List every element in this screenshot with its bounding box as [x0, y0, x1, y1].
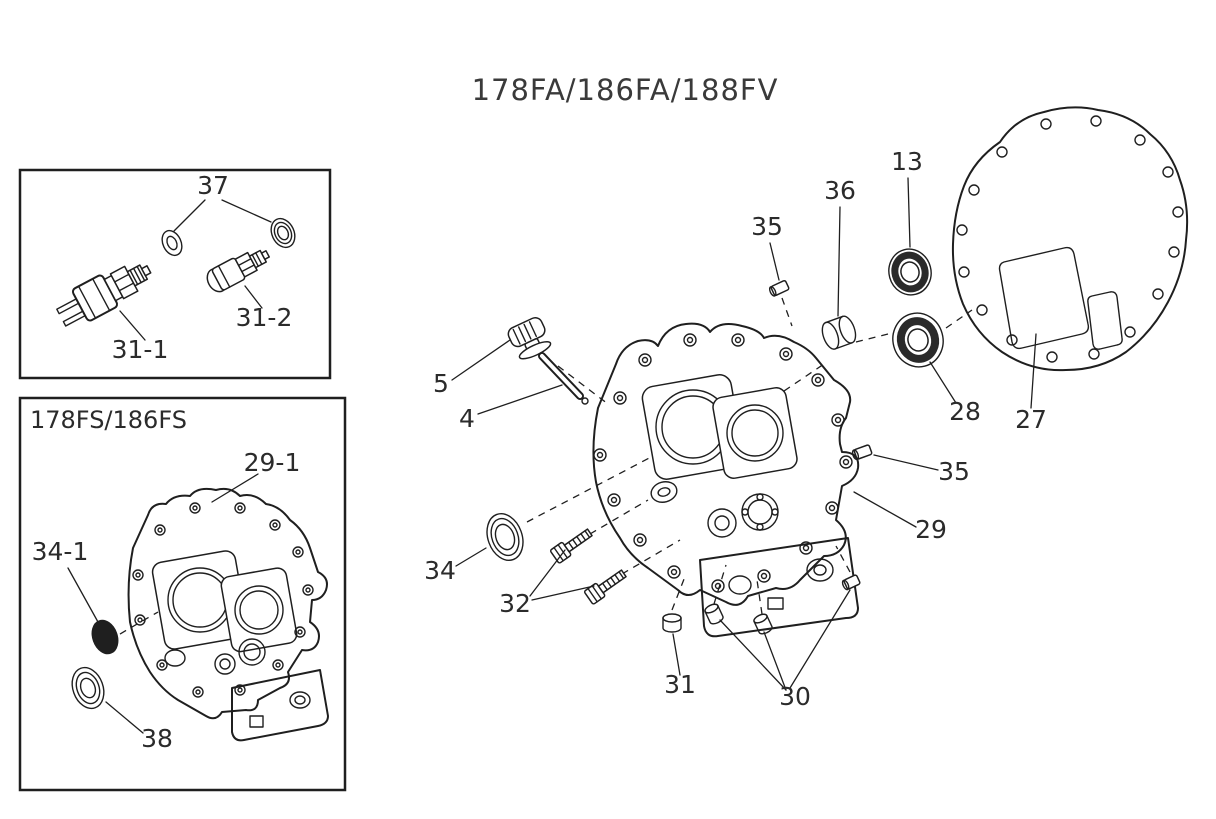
label-5: 5 — [433, 369, 449, 398]
fs-cover-drawing — [127, 487, 329, 742]
washer-a-drawing — [161, 229, 183, 257]
washer-b-drawing — [270, 217, 296, 249]
leader-29-1 — [211, 473, 259, 503]
leader-37a — [173, 199, 206, 232]
label-31-1: 31-1 — [112, 335, 169, 364]
fs-cover-bolt-holes — [132, 502, 314, 698]
inset-fs-heading: 178FS/186FS — [30, 406, 187, 434]
inset-switches-border — [18, 168, 332, 380]
inset-fs-border — [18, 396, 347, 792]
label-4: 4 — [459, 404, 475, 433]
label-35-side: 35 — [938, 457, 970, 486]
main-assembly: 5 4 35 36 13 28 27 35 29 34 32 31 30 — [424, 106, 1189, 711]
leader-37b — [221, 199, 272, 223]
bolts-32-drawing — [549, 528, 627, 605]
bearing-28-drawing — [892, 312, 944, 368]
inset-switches: 37 31-1 31-2 — [18, 168, 332, 380]
bearing-13-drawing — [888, 248, 932, 296]
switch-31-2-drawing — [206, 249, 270, 293]
main-leaders — [451, 177, 1037, 691]
label-29: 29 — [915, 515, 947, 544]
leader-38 — [105, 701, 144, 734]
label-36: 36 — [824, 176, 856, 205]
pin-side-drawing — [851, 444, 873, 461]
leader-34-1 — [67, 567, 99, 623]
main-cover-drawing — [592, 322, 860, 638]
dipstick-rod-drawing — [538, 352, 589, 405]
dipstick-assembly — [507, 316, 589, 405]
gasket-bolt-holes — [956, 115, 1184, 363]
label-38: 38 — [141, 724, 173, 753]
plugs-30-drawing — [704, 574, 861, 635]
oil-seal-drawing — [486, 513, 524, 561]
label-29-1: 29-1 — [244, 448, 301, 477]
label-28: 28 — [949, 397, 981, 426]
label-34-1: 34-1 — [32, 537, 89, 566]
label-31: 31 — [664, 670, 696, 699]
gasket-drawing — [951, 106, 1189, 372]
label-31-2: 31-2 — [236, 303, 293, 332]
fs-seal-drawing — [71, 666, 105, 710]
label-37: 37 — [197, 171, 229, 200]
label-27: 27 — [1015, 405, 1047, 434]
label-30: 30 — [779, 682, 811, 711]
dipstick-cap-drawing — [507, 316, 552, 360]
leader-31-1 — [119, 310, 146, 341]
bushing-drawing — [821, 315, 857, 350]
diagram-title: 178FA/186FA/188FV — [472, 73, 779, 107]
leader-31-2 — [244, 285, 263, 309]
inset-fs: 178FS/186FS — [18, 396, 347, 792]
nut-31-drawing — [662, 613, 682, 633]
fs-plug-drawing — [91, 619, 119, 655]
label-34: 34 — [424, 556, 456, 585]
label-13: 13 — [891, 147, 923, 176]
main-cover-bolt-holes — [593, 333, 853, 593]
label-35-top: 35 — [751, 212, 783, 241]
switch-31-1-drawing — [56, 264, 152, 327]
pin-top-drawing — [768, 279, 790, 297]
label-32: 32 — [499, 589, 531, 618]
